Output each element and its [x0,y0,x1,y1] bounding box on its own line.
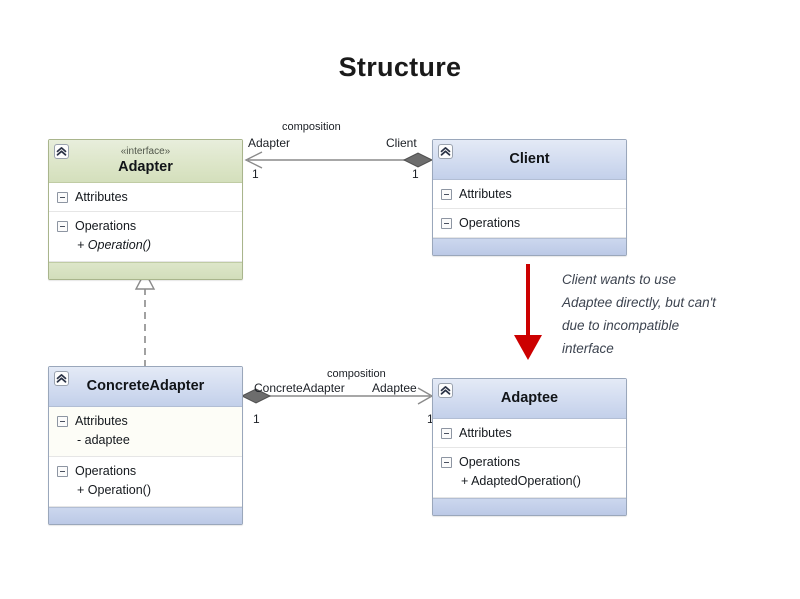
attributes-row-client[interactable]: Attributes [441,184,620,204]
collapse-minus-icon[interactable] [57,465,68,477]
operations-row-client[interactable]: Operations [441,213,620,233]
compartment-attributes-client: Attributes [433,180,626,209]
chevron-up-icon[interactable] [438,383,453,398]
operations-label-client: Operations [459,216,521,230]
collapse-minus-icon[interactable] [57,220,68,232]
note-line-4: interface [562,341,614,356]
attribute-item[interactable]: - adaptee [77,433,130,447]
class-footer-client [433,238,626,255]
connector-label-composition-top: composition [282,121,341,133]
attributes-row-concreteadapter[interactable]: Attributes [57,411,236,431]
operations-row-concreteadapter[interactable]: Operations [57,461,236,481]
class-header-adaptee: Adaptee [433,379,626,419]
class-footer-concreteadapter [49,507,242,524]
operations-label-adapter: Operations [75,219,137,233]
connector-role-adaptee: Adaptee [372,381,417,395]
operation-item[interactable]: + Operation() [77,483,151,497]
class-footer-adapter [49,262,242,279]
connector-multiplicity-adapter: 1 [252,167,259,181]
collapse-minus-icon[interactable] [441,188,452,200]
connector-role-adapter: Adapter [248,136,291,150]
collapse-minus-icon[interactable] [441,427,452,439]
connector-role-client: Client [386,136,417,150]
collapse-minus-icon[interactable] [57,191,68,203]
compartment-operations-client: Operations [433,209,626,238]
connector-client-adapter [244,151,434,169]
operations-label-adaptee: Operations [459,455,521,469]
compartment-operations-concreteadapter: Operations + Operation() [49,457,242,507]
class-footer-adaptee [433,498,626,515]
attributes-label-adapter: Attributes [75,190,128,204]
connector-realization [134,270,156,367]
compartment-attributes-adapter: Attributes [49,183,242,212]
compartment-operations-adapter: Operations + Operation() [49,212,242,262]
red-arrow [514,264,542,360]
operations-label-concreteadapter: Operations [75,464,137,478]
collapse-minus-icon[interactable] [441,217,452,229]
class-header-concreteadapter: ConcreteAdapter [49,367,242,407]
connector-label-composition-bottom: composition [327,368,386,380]
attributes-label-concreteadapter: Attributes [75,414,128,428]
chevron-up-icon[interactable] [438,144,453,159]
note-line-3: due to incompatible [562,318,680,333]
connector-role-concreteadapter: ConcreteAdapter [254,381,345,395]
compartment-operations-adaptee: Operations + AdaptedOperation() [433,448,626,498]
note-line-2: Adaptee directly, but can't [562,295,716,310]
connector-multiplicity-client: 1 [412,167,419,181]
attributes-label-adaptee: Attributes [459,426,512,440]
class-box-concreteadapter[interactable]: ConcreteAdapter Attributes - adaptee Ope… [48,366,243,525]
collapse-minus-icon[interactable] [441,456,452,468]
compartment-attributes-adaptee: Attributes [433,419,626,448]
operations-row-adaptee[interactable]: Operations [441,452,620,472]
class-name-adaptee: Adaptee [500,390,559,406]
page-title: Structure [338,52,462,82]
class-box-adaptee[interactable]: Adaptee Attributes Operations + AdaptedO… [432,378,627,516]
note-line-1: Client wants to use [562,272,677,287]
attributes-label-client: Attributes [459,187,512,201]
chevron-up-icon[interactable] [54,144,69,159]
attributes-row-adaptee[interactable]: Attributes [441,423,620,443]
connector-multiplicity-adaptee: 1 [427,412,434,426]
class-box-adapter[interactable]: «interface» Adapter Attributes Operation… [48,139,243,280]
operation-item[interactable]: + AdaptedOperation() [461,474,581,488]
class-stereotype-adapter: «interface» [120,146,171,157]
chevron-up-icon[interactable] [54,371,69,386]
class-name-concreteadapter: ConcreteAdapter [86,378,205,394]
class-name-client: Client [509,151,550,167]
class-header-adapter: «interface» Adapter [49,140,242,183]
class-header-client: Client [433,140,626,180]
connector-multiplicity-concreteadapter: 1 [253,412,260,426]
operations-row-adapter[interactable]: Operations [57,216,236,236]
class-name-adapter: Adapter [118,159,173,175]
compartment-attributes-concreteadapter: Attributes - adaptee [49,407,242,457]
attributes-row-adapter[interactable]: Attributes [57,187,236,207]
collapse-minus-icon[interactable] [57,415,68,427]
class-box-client[interactable]: Client Attributes Operations [432,139,627,256]
operation-item[interactable]: + Operation() [77,238,151,252]
